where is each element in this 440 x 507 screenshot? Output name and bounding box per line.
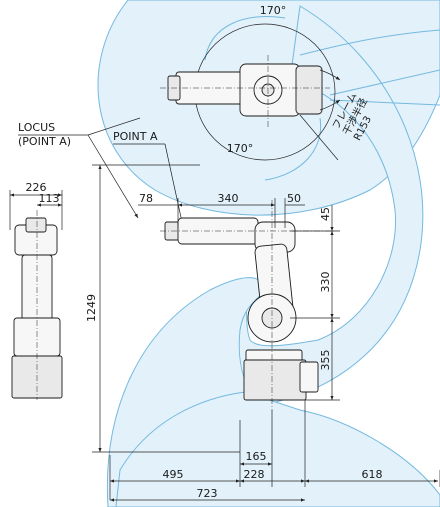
dim-height-355: 355 (319, 350, 332, 371)
point-a-label: POINT A (113, 130, 158, 143)
dim-rear-618: 618 (362, 468, 383, 481)
dim-height-45: 45 (319, 207, 332, 221)
inner-envelope (115, 391, 440, 507)
dim-total-height: 1249 (85, 294, 98, 322)
locus-label: LOCUS (18, 121, 55, 134)
front-view-robot (11, 210, 63, 400)
angle-bottom: 170° (227, 142, 254, 155)
top-view-robot (160, 23, 341, 161)
dim-flange-50: 50 (287, 192, 301, 205)
dim-reach-495: 495 (163, 468, 184, 481)
dim-front-half: 113 (39, 192, 60, 205)
dim-base-165: 165 (246, 450, 267, 463)
dim-height-330: 330 (319, 272, 332, 293)
angle-top: 170° (260, 4, 287, 17)
dim-arm-340: 340 (218, 192, 239, 205)
dim-front-width: 226 (26, 181, 47, 194)
locus-point-a-label: (POINT A) (18, 135, 71, 148)
dim-offset-78: 78 (139, 192, 153, 205)
dim-base-228: 228 (244, 468, 265, 481)
dim-total-723: 723 (197, 487, 218, 500)
